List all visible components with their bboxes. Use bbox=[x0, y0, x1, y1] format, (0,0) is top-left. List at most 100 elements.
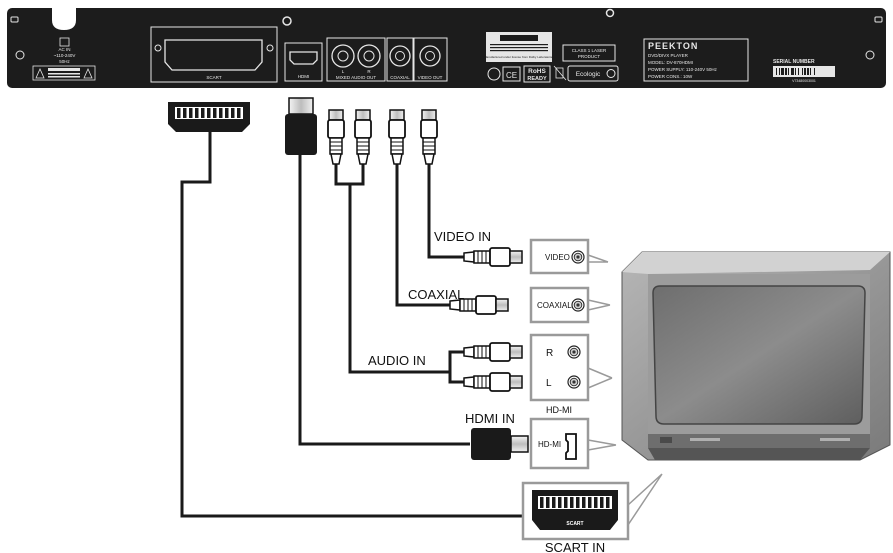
hdmi-plug bbox=[285, 97, 317, 155]
barcode-bar bbox=[810, 68, 811, 75]
video-cable bbox=[427, 164, 464, 259]
panel-screw bbox=[282, 16, 292, 26]
tv-scart-label: SCART bbox=[566, 521, 583, 527]
tv-hdmi-label: HD-MI bbox=[538, 440, 561, 449]
scart-pin bbox=[213, 108, 217, 118]
tv-audio-right-label: R bbox=[546, 348, 553, 359]
tv-input-panel: VIDEO COAXIAL R L HD-MI HD-MI bbox=[521, 238, 663, 541]
laser-line1: CLASS 1 LASER bbox=[572, 48, 607, 53]
certification-logos: CE RoHS READY bbox=[487, 65, 567, 83]
barcode-bar bbox=[776, 68, 777, 75]
scart-pin bbox=[606, 497, 610, 508]
svg-text:CE: CE bbox=[506, 71, 517, 80]
tv-power-button bbox=[660, 437, 672, 443]
audio-cable-split bbox=[440, 350, 464, 384]
scart-pin bbox=[195, 108, 199, 118]
audio-left-in-plug bbox=[463, 372, 523, 392]
model-line2: MODEL: DV-870HDMI bbox=[648, 60, 693, 65]
barcode-bar bbox=[802, 68, 803, 75]
barcode-bar bbox=[795, 68, 796, 75]
scart-pin bbox=[219, 108, 223, 118]
tv-hdmi-input: HD-MI bbox=[529, 417, 590, 470]
scart-pin bbox=[588, 497, 592, 508]
scart-pin bbox=[582, 497, 586, 508]
scart-pin bbox=[594, 497, 598, 508]
audio-in-label: AUDIO IN bbox=[368, 353, 426, 368]
video-in-label: VIDEO IN bbox=[434, 229, 491, 244]
panel-screw bbox=[605, 8, 615, 18]
scart-pin bbox=[177, 108, 181, 118]
video-jack-icon bbox=[571, 250, 585, 264]
tv-screen bbox=[652, 285, 866, 425]
tv-audio-left-label: L bbox=[546, 378, 552, 389]
ac-voltage-label: ~110-240V bbox=[54, 53, 76, 58]
tv-coaxial-input: COAXIAL bbox=[529, 286, 590, 324]
warning-triangle-icon bbox=[83, 68, 93, 79]
tv-scart-input: SCART bbox=[521, 481, 630, 541]
scart-pin bbox=[225, 108, 229, 118]
scart-pin bbox=[237, 108, 241, 118]
rca-plugs-dvd bbox=[327, 109, 438, 165]
hdmi-port-label: HDMI bbox=[298, 74, 310, 79]
dolby-text: Manufactured under license from Dolby La… bbox=[484, 55, 554, 59]
video-port-label: VIDEO OUT bbox=[418, 75, 443, 80]
corner-slots bbox=[10, 16, 883, 60]
audio-output-ports: L R MIXED AUDIO OUT bbox=[326, 37, 386, 82]
cables bbox=[180, 130, 530, 518]
scart-pin bbox=[183, 108, 187, 118]
coaxial-jack-icon bbox=[571, 298, 585, 312]
scart-pin bbox=[564, 497, 568, 508]
coaxial-cable-label: COAXIAL bbox=[408, 287, 464, 302]
coaxial-port-label: COAXIAL bbox=[390, 75, 410, 80]
scart-pin bbox=[189, 108, 193, 118]
laser-label: CLASS 1 LASER PRODUCT bbox=[562, 44, 616, 62]
ac-frequency-label: 50Hz bbox=[59, 59, 70, 64]
barcode-bar bbox=[804, 68, 806, 75]
hdmi-in-label: HDMI IN bbox=[465, 411, 515, 426]
tv-hdmi-heading: HD-MI bbox=[546, 405, 572, 415]
barcode-bar bbox=[807, 68, 809, 75]
scart-pin bbox=[570, 497, 574, 508]
coaxial-cable bbox=[395, 164, 450, 307]
coaxial-plug bbox=[388, 109, 406, 165]
tv-video-label: VIDEO bbox=[545, 253, 570, 262]
scart-pin bbox=[552, 497, 556, 508]
scart-in-label: SCART IN bbox=[545, 540, 605, 553]
ce-mark-icon bbox=[502, 66, 521, 82]
model-line4: POWER CONS.: 10W bbox=[648, 74, 693, 79]
serial-number-label: SERIAL NUMBER V73480003001 bbox=[773, 59, 835, 83]
audio-right-jack-icon bbox=[567, 345, 581, 359]
dvd-rear-panel: AC IN ~110-240V 50Hz SCART HDMI bbox=[7, 8, 886, 88]
audio-right-plug bbox=[354, 109, 372, 165]
barcode-bar bbox=[779, 68, 780, 75]
scart-pin bbox=[201, 108, 205, 118]
barcode-bar bbox=[781, 68, 784, 75]
barcode-bar bbox=[785, 68, 787, 75]
audio-left-plug bbox=[327, 109, 345, 165]
hdmi-in-plug bbox=[471, 428, 529, 460]
hdmi-output-port: HDMI bbox=[284, 42, 323, 82]
audio-right-in-plug bbox=[463, 342, 523, 362]
coaxial-output-port: COAXIAL bbox=[386, 37, 414, 82]
scart-pin bbox=[558, 497, 562, 508]
model-line3: POWER SUPPLY: 110-240V 50Hz bbox=[648, 67, 718, 72]
scart-pin bbox=[207, 108, 211, 118]
model-label-plate: PEEKTON DVD/DIVX PLAYER MODEL: DV-870HDM… bbox=[643, 38, 749, 82]
ecologic-label: Ecologic bbox=[576, 71, 601, 78]
scart-output-port: SCART bbox=[150, 26, 278, 83]
scart-plug bbox=[168, 102, 250, 132]
barcode-bar bbox=[814, 68, 815, 75]
pointer-lines bbox=[587, 254, 663, 526]
scart-pin bbox=[231, 108, 235, 118]
rohs-badge bbox=[523, 65, 551, 83]
video-output-port: VIDEO OUT bbox=[413, 37, 448, 82]
audio-cable bbox=[334, 164, 440, 374]
barcode-bar bbox=[788, 68, 789, 75]
warning-triangle-icon bbox=[35, 68, 45, 79]
scart-cable bbox=[180, 130, 530, 518]
panel-notch bbox=[52, 8, 76, 30]
hdmi-jack-icon bbox=[565, 433, 577, 460]
serial-heading: SERIAL NUMBER bbox=[773, 59, 815, 65]
barcode-icon bbox=[776, 68, 815, 75]
